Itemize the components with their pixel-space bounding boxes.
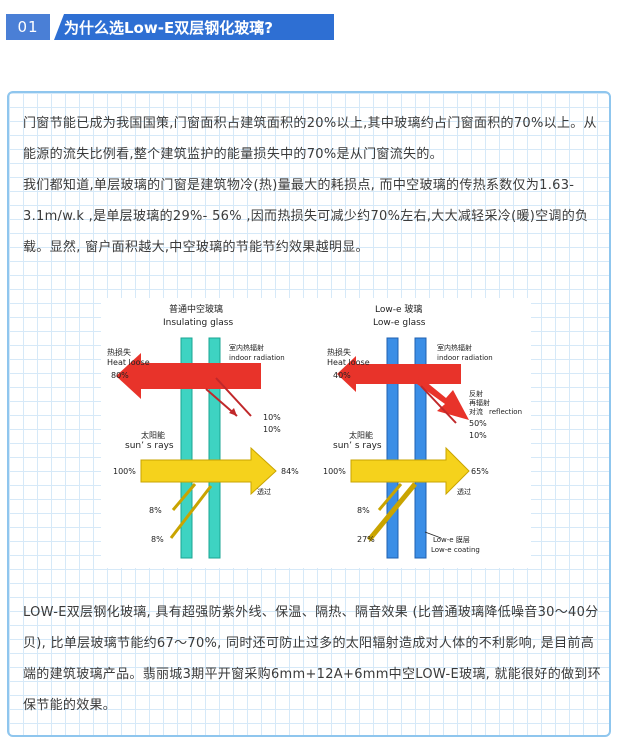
- left-title-en: Insulating glass: [163, 318, 233, 328]
- right-heat-arrow: [337, 356, 461, 392]
- left-sun-en: sun’ s rays: [125, 441, 174, 451]
- right-through-value: 65%: [471, 467, 489, 476]
- right-title-1: Low-e 玻璃: [375, 303, 422, 315]
- paragraph-insulating: 我们都知道,单层玻璃的门窗是建筑物冷(热)量最大的耗损点, 而中空玻璃的传热系数…: [23, 178, 589, 255]
- right-sun-en: sun’ s rays: [333, 441, 382, 451]
- content-card: 门窗节能已成为我国国策,门窗面积占建筑面积的20%以上,其中玻璃约占门窗面积的7…: [7, 91, 611, 737]
- left-sun-reflect-1: [171, 483, 197, 511]
- right-heat-value: 40%: [333, 371, 351, 380]
- right-r1: 50%: [469, 419, 487, 428]
- left-reflect-line-2: [215, 377, 252, 417]
- left-through-value: 84%: [281, 467, 299, 476]
- right-coating-en: Low-e coating: [431, 546, 480, 554]
- right-sun-value: 100%: [323, 467, 346, 476]
- right-glass-pane-1: [386, 337, 399, 559]
- right-reflect-arrow: [417, 376, 469, 420]
- left-r2: 10%: [263, 425, 281, 434]
- right-reflect-b: 27%: [357, 535, 375, 544]
- left-heat-value: 80%: [111, 371, 129, 380]
- right-title-2: Low-e glass: [373, 318, 426, 328]
- right-sun-cn: 太阳能: [349, 430, 373, 440]
- right-reflect-cn1: 反射: [469, 389, 483, 398]
- right-heat-cn: 热损失: [327, 347, 351, 357]
- right-indoor-en: indoor radiation: [437, 354, 493, 362]
- left-r1: 10%: [263, 413, 281, 422]
- left-glass-pane-2: [208, 337, 221, 559]
- right-coating-cn: Low-e 膜层: [433, 535, 470, 544]
- left-reflect-b: 8%: [151, 535, 164, 544]
- left-heat-en: Heat loose: [107, 358, 150, 367]
- left-indoor-cn: 室内热辐射: [229, 343, 264, 352]
- paragraph-intro: 门窗节能已成为我国国策,门窗面积占建筑面积的20%以上,其中玻璃约占门窗面积的7…: [23, 116, 597, 162]
- section-title: 为什么选Low-E双层钢化玻璃?: [54, 14, 334, 40]
- left-sun-value: 100%: [113, 467, 136, 476]
- left-reflect-a: 8%: [149, 506, 162, 515]
- right-reflect-en: reflection: [489, 408, 522, 416]
- left-heat-cn: 热损失: [107, 347, 131, 357]
- right-r2: 10%: [469, 431, 487, 440]
- left-title-cn: 普通中空玻璃: [169, 303, 223, 315]
- left-glass-pane-1: [180, 337, 193, 559]
- left-sun-cn: 太阳能: [141, 430, 165, 440]
- right-reflect-cn3: 对流: [469, 407, 483, 416]
- right-sun-arrow: [350, 446, 470, 496]
- right-through-cn: 透过: [457, 487, 471, 496]
- section-header: 01 为什么选Low-E双层钢化玻璃?: [6, 14, 334, 40]
- right-indoor-cn: 室内热辐射: [437, 343, 472, 352]
- right-glass-pane-2: [414, 337, 427, 559]
- paragraph-lowe: LOW-E双层钢化玻璃, 具有超强防紫外线、保温、隔热、隔音效果 (比普通玻璃降…: [23, 605, 601, 713]
- lowe-glass-diagram: Low-e 玻璃 Low-e glass 热损失 Heat loose 40% …: [323, 303, 522, 559]
- insulating-glass-diagram: 普通中空玻璃 Insulating glass 热损失 Heat loose 8…: [107, 303, 299, 559]
- left-indoor-en: indoor radiation: [229, 354, 285, 362]
- right-reflect-a: 8%: [357, 506, 370, 515]
- right-reflect-cn2: 再辐射: [469, 398, 490, 407]
- left-sun-reflect-2: [169, 485, 213, 539]
- left-sun-arrow: [140, 446, 277, 496]
- glass-comparison-figure: 普通中空玻璃 Insulating glass 热损失 Heat loose 8…: [101, 298, 531, 568]
- right-heat-en: Heat loose: [327, 358, 370, 367]
- section-number: 01: [6, 14, 50, 40]
- left-through-cn: 透过: [257, 487, 271, 496]
